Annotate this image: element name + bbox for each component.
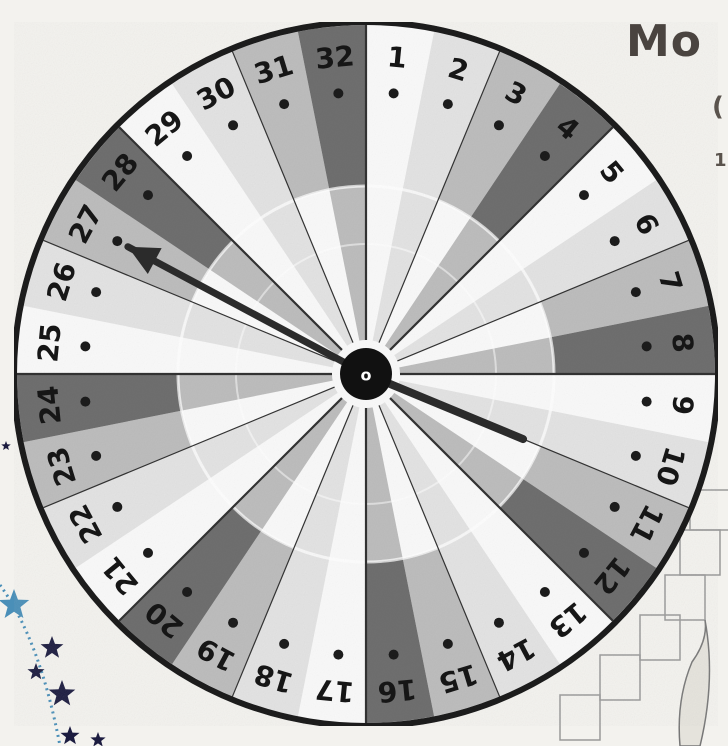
dial-number: 17	[314, 672, 356, 709]
tick-dot	[389, 88, 399, 98]
star-icon	[49, 680, 76, 705]
tick-dot	[143, 190, 153, 200]
tick-dot	[494, 618, 504, 628]
tick-dot	[228, 618, 238, 628]
dial-number: 24	[31, 384, 68, 426]
tick-dot	[279, 639, 289, 649]
tick-dot	[540, 587, 550, 597]
side-mark: 1	[714, 150, 727, 171]
tick-dot	[91, 287, 101, 297]
tick-dot	[182, 587, 192, 597]
tick-dot	[579, 190, 589, 200]
side-mark: (	[712, 92, 724, 122]
tick-dot	[228, 120, 238, 130]
tick-dot	[112, 236, 122, 246]
star-icon	[90, 732, 105, 746]
dial-number: 16	[376, 672, 418, 709]
tick-dot	[494, 120, 504, 130]
tick-dot	[143, 548, 153, 558]
tick-dot	[540, 151, 550, 161]
tick-dot	[631, 287, 641, 297]
tick-dot	[443, 639, 453, 649]
tick-dot	[642, 397, 652, 407]
tick-dot	[182, 151, 192, 161]
tick-dot	[333, 88, 343, 98]
tick-dot	[112, 502, 122, 512]
tick-dot	[610, 236, 620, 246]
dial-number: 9	[665, 394, 700, 417]
tick-dot	[579, 548, 589, 558]
tick-dot	[642, 341, 652, 351]
dial-number: 8	[665, 332, 700, 355]
leaf-shape	[679, 620, 709, 746]
tick-dot	[279, 99, 289, 109]
star-icon	[27, 663, 44, 679]
dial-number: 25	[31, 322, 68, 364]
tick-dot	[389, 650, 399, 660]
dial-number: 32	[314, 39, 356, 76]
star-icon	[41, 636, 64, 658]
dial-number: 1	[386, 40, 409, 75]
page-heading: Mo	[626, 16, 702, 67]
tick-dot	[610, 502, 620, 512]
star-icon	[1, 441, 11, 450]
tick-dot	[333, 650, 343, 660]
tick-dot	[80, 341, 90, 351]
tick-dot	[91, 451, 101, 461]
tick-dot	[80, 397, 90, 407]
center-label: o	[361, 366, 372, 385]
tick-dot	[443, 99, 453, 109]
star-icon	[60, 726, 79, 744]
tick-dot	[631, 451, 641, 461]
star-icon	[0, 589, 29, 618]
